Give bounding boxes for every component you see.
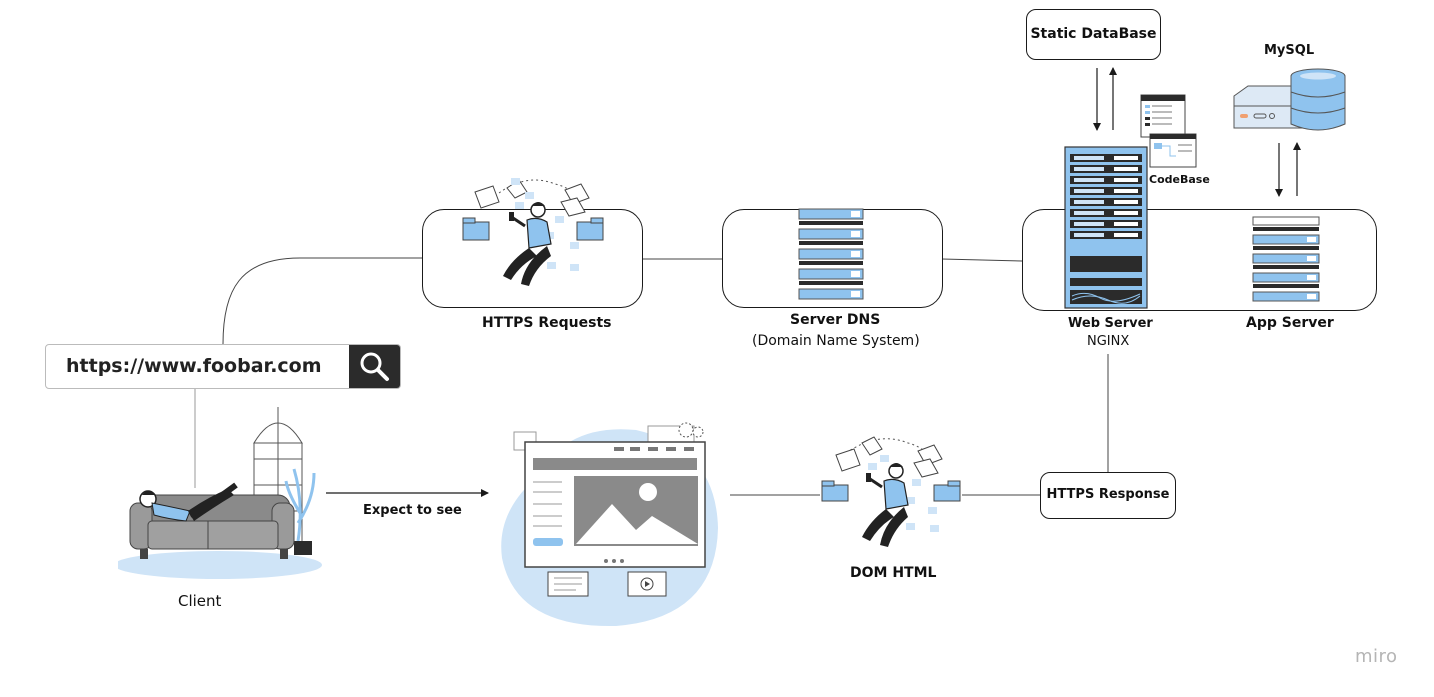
https-requests-label: HTTPS Requests — [482, 315, 612, 331]
web-server-sublabel: NGINX — [1087, 334, 1130, 349]
miro-logo: miro — [1355, 646, 1398, 667]
search-button[interactable] — [349, 345, 400, 388]
https-requests-person-icon — [462, 178, 604, 286]
https-response-label: HTTPS Response — [1046, 487, 1170, 502]
static-database-box: Static DataBase — [1026, 9, 1161, 60]
server-dns-sublabel: (Domain Name System) — [752, 333, 920, 349]
codebase-label: CodeBase — [1149, 173, 1210, 186]
search-url-text: https://www.foobar.com — [66, 355, 322, 377]
web-server-rack-icon — [1064, 146, 1148, 309]
server-dns-rack-icon — [798, 208, 864, 300]
search-bar[interactable]: https://www.foobar.com — [45, 344, 401, 389]
expect-to-see-label: Expect to see — [363, 503, 462, 518]
server-dns-label: Server DNS — [790, 312, 881, 328]
mysql-database-icon — [1233, 68, 1346, 131]
app-server-rack-icon — [1252, 216, 1320, 302]
dom-html-label: DOM HTML — [850, 565, 937, 581]
client-couch-illustration — [118, 407, 322, 579]
web-server-label: Web Server — [1068, 316, 1153, 331]
static-database-label: Static DataBase — [1030, 26, 1157, 42]
line-dns-to-web — [941, 258, 1023, 262]
codebase-files-icon — [1140, 94, 1197, 168]
client-label: Client — [178, 592, 222, 610]
line-search-to-requests — [222, 257, 422, 345]
https-response-box: HTTPS Response — [1040, 472, 1176, 519]
app-server-label: App Server — [1246, 315, 1334, 331]
dom-html-person-icon — [821, 436, 961, 547]
browser-page-illustration — [501, 422, 718, 627]
mysql-label: MySQL — [1264, 43, 1315, 58]
search-icon — [360, 352, 389, 381]
